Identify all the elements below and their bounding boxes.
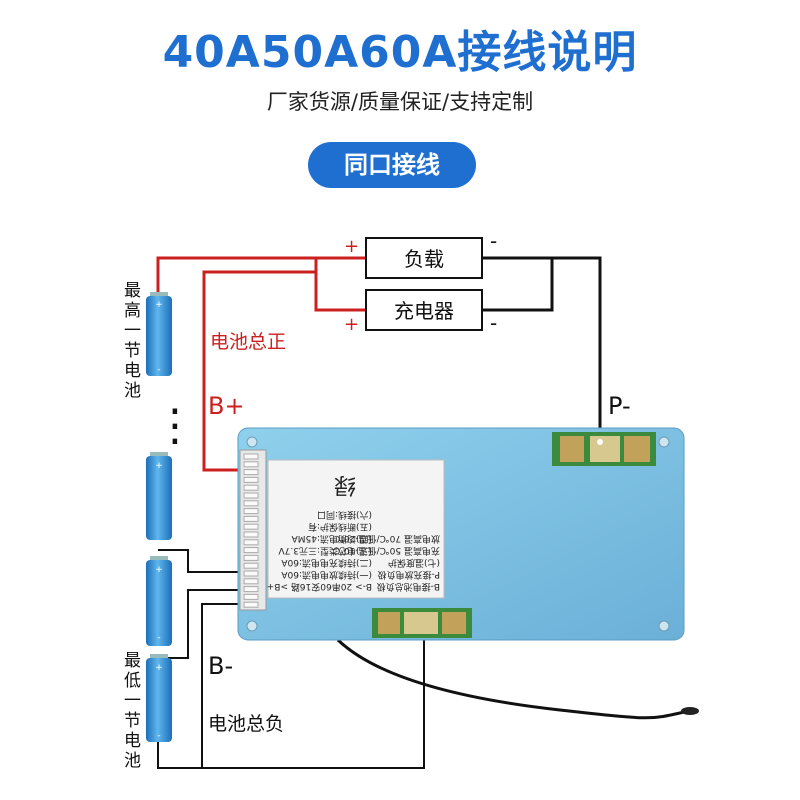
svg-text:+: +	[155, 663, 163, 673]
battery-cell-top: + -	[146, 292, 172, 376]
spec-sticker	[267, 459, 445, 599]
charger-label: 充电器	[394, 299, 454, 323]
sticker-spec-line: (三)电芯类型:三元3.7V	[278, 545, 372, 557]
wiring-type-badge: 同口接线	[308, 142, 476, 188]
charger-minus-sign: -	[490, 311, 497, 335]
sticker-spec-line: (一)持续放电电流:60A	[280, 569, 372, 581]
sticker-spec-line: (六)接线:同口	[317, 509, 372, 521]
battery-cell-3: + -	[146, 556, 172, 646]
sticker-note-line: 充电高温 50℃/低温-10℃	[334, 545, 440, 557]
sticker-spec-line: B-> 20串60安16路 >B+	[267, 581, 372, 593]
temperature-probe-icon	[681, 707, 699, 715]
load-box	[365, 237, 483, 279]
sticker-spec-line: (四)均衡电流:45MA	[291, 533, 372, 545]
battery-cell-2: +	[146, 452, 172, 540]
temperature-probe-wire	[336, 638, 685, 720]
cell-ellipsis: ⋮	[153, 400, 197, 451]
page-subtitle: 厂家货源/质量保证/支持定制	[266, 90, 534, 114]
load-plus-sign: +	[344, 236, 359, 257]
p-minus-label: P-	[608, 392, 631, 420]
sticker-note-line: 放电高温 70℃/低温-20℃	[334, 533, 440, 545]
svg-text:-: -	[157, 633, 160, 643]
lowest-cell-label: 最低一节电池	[124, 651, 141, 771]
sticker-spec-line: (二)持续充电电流:60A	[280, 557, 372, 569]
charger-plus-sign: +	[344, 314, 359, 335]
svg-text:+: +	[155, 565, 163, 575]
b-plus-label: B+	[208, 392, 245, 420]
page-title: 40A50A60A接线说明	[162, 27, 638, 78]
sticker-note-line: P-接充放电负极	[378, 569, 440, 581]
sticker-note-line: B-接电池总负极	[377, 581, 440, 593]
sticker-note-line: (七)温度保护	[388, 557, 440, 569]
positive-wires	[156, 256, 366, 472]
charger-box	[365, 289, 483, 331]
battery-cell-bottom: + -	[146, 654, 172, 742]
load-minus-sign: -	[490, 229, 497, 253]
sticker-big-char: 绿	[334, 472, 356, 497]
battery-total-positive-label: 电池总正	[210, 331, 286, 353]
sticker-spec-line: (五)断线保护:有	[308, 521, 372, 533]
sense-wires	[157, 549, 425, 769]
load-label: 负载	[404, 247, 444, 271]
svg-text:+: +	[155, 300, 163, 310]
svg-text:+: +	[155, 461, 163, 471]
svg-text:-: -	[157, 731, 160, 741]
battery-total-negative-label: 电池总负	[208, 713, 284, 735]
b-minus-label: B-	[208, 652, 233, 680]
bms-board: 绿 B-> 20串60安16路 >B+(一)持续放电电流:60A(二)持续充电电…	[237, 427, 685, 641]
p-minus-wires	[482, 256, 602, 442]
svg-text:-: -	[157, 365, 160, 375]
highest-cell-label: 最高一节电池	[124, 281, 141, 401]
